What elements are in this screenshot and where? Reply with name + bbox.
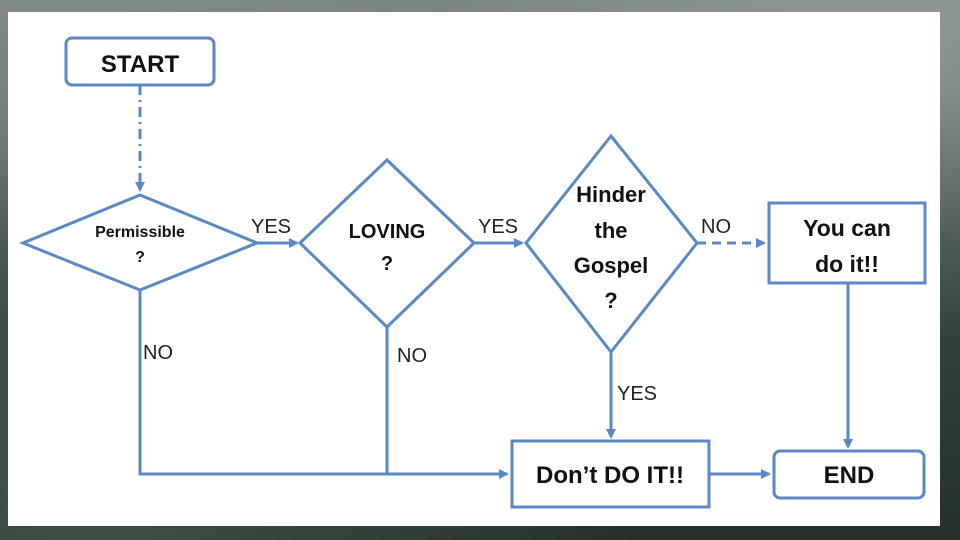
you-can-label-line2: do it!! (815, 251, 879, 277)
permissible-label: Permissible (95, 224, 185, 241)
start-label: START (101, 51, 180, 78)
hinder-question-mark: ? (604, 288, 617, 313)
hinder-label-line1: Hinder (576, 182, 646, 207)
you-can-node (767, 201, 927, 285)
hinder-label-line3: Gospel (574, 253, 649, 278)
edge-label-loving-yes: YES (478, 216, 518, 238)
loving-decision (297, 157, 477, 330)
connectors (135, 85, 853, 479)
start-node (64, 36, 216, 87)
connector-permissible-no (138, 290, 509, 479)
edge-label-hinder-no: NO (701, 216, 731, 238)
you-can-label-line1: You can (803, 215, 891, 241)
loving-label: LOVING (349, 221, 426, 243)
edge-label-permissible-no: NO (143, 342, 173, 364)
hinder-label-line2: the (595, 218, 628, 243)
permissible-question-mark: ? (135, 249, 145, 266)
end-label: END (824, 462, 875, 489)
edge-label-loving-no: NO (397, 345, 427, 367)
end-node (772, 449, 926, 500)
edge-label-hinder-yes: YES (617, 383, 657, 405)
dont-label: Don’t DO IT!! (536, 462, 684, 489)
permissible-decision (19, 193, 261, 292)
loving-question-mark: ? (381, 253, 393, 275)
dont-node (510, 439, 711, 509)
edge-label-permissible-yes: YES (251, 216, 291, 238)
hinder-decision (524, 133, 699, 355)
